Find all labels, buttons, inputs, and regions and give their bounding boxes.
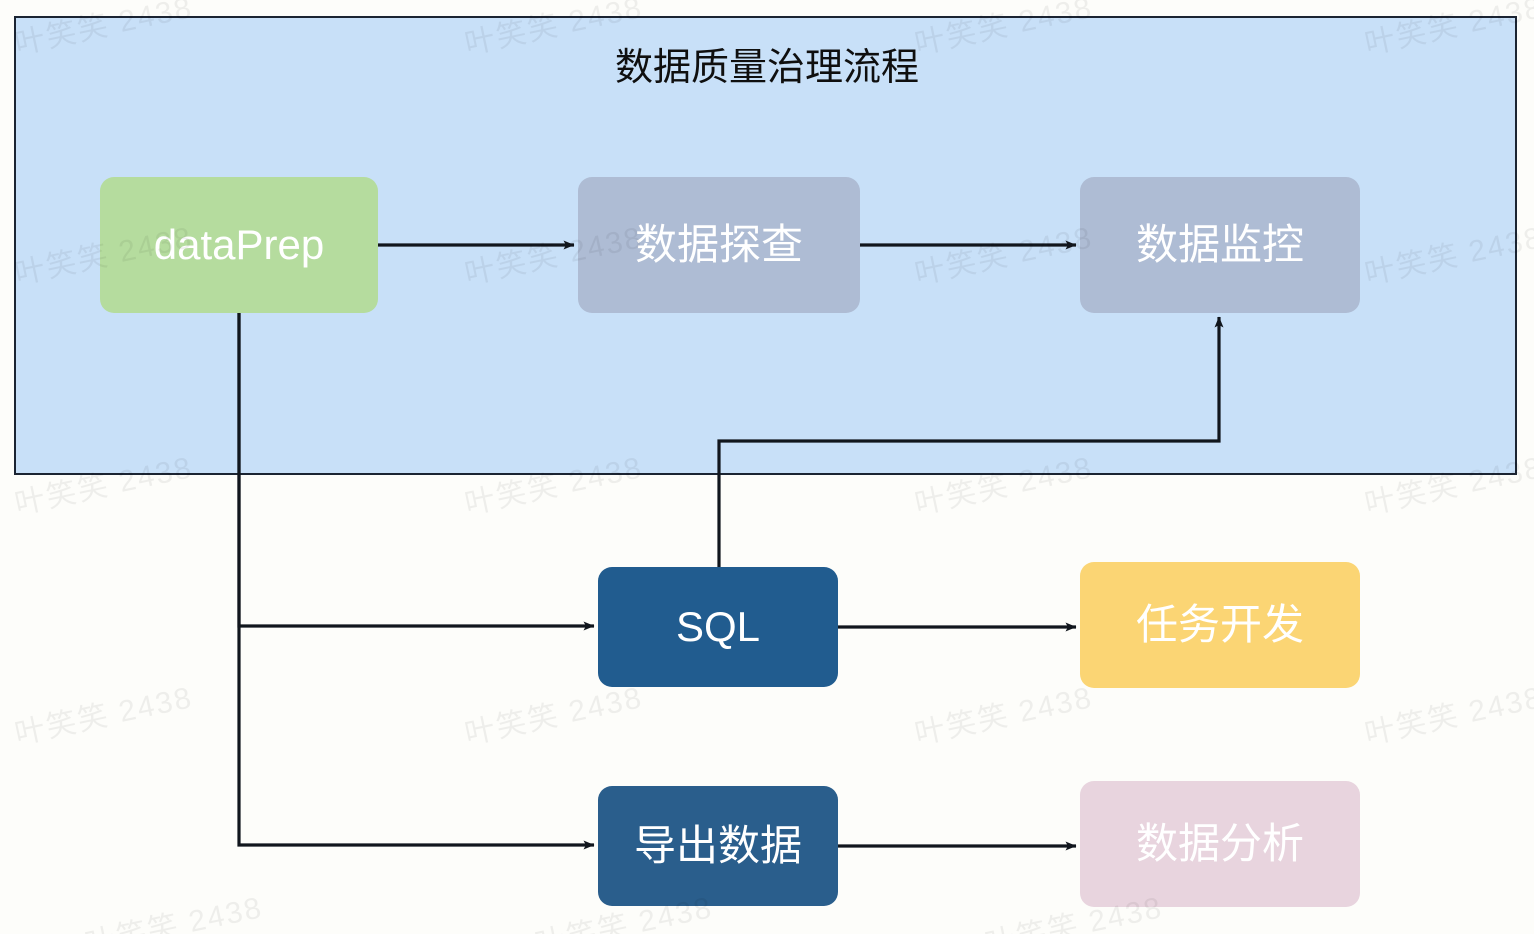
node-data-analysis-label: 数据分析 [1135, 819, 1304, 867]
node-data-monitoring-label: 数据监控 [1135, 220, 1304, 268]
node-dataprep-label: dataPrep [153, 220, 325, 268]
watermark-text: 叶笑笑 2438 [11, 681, 196, 752]
node-data-exploration-label: 数据探查 [634, 220, 803, 268]
node-task-development-label: 任务开发 [1135, 600, 1304, 648]
node-data-monitoring[interactable]: 数据监控 [1080, 177, 1360, 313]
node-data-export-label: 导出数据 [633, 821, 802, 869]
watermark-text: 叶笑笑 2438 [81, 891, 266, 934]
node-data-analysis[interactable]: 数据分析 [1080, 781, 1360, 907]
node-task-development[interactable]: 任务开发 [1080, 562, 1360, 688]
node-sql[interactable]: SQL [598, 567, 838, 687]
watermark-text: 叶笑笑 2438 [1361, 681, 1534, 752]
node-data-export[interactable]: 导出数据 [598, 786, 838, 906]
diagram-title: 数据质量治理流程 [614, 47, 919, 89]
node-data-exploration[interactable]: 数据探查 [578, 177, 860, 313]
node-sql-label: SQL [675, 602, 761, 650]
watermark-text: 叶笑笑 2438 [911, 681, 1096, 752]
node-dataprep[interactable]: dataPrep [100, 177, 378, 313]
